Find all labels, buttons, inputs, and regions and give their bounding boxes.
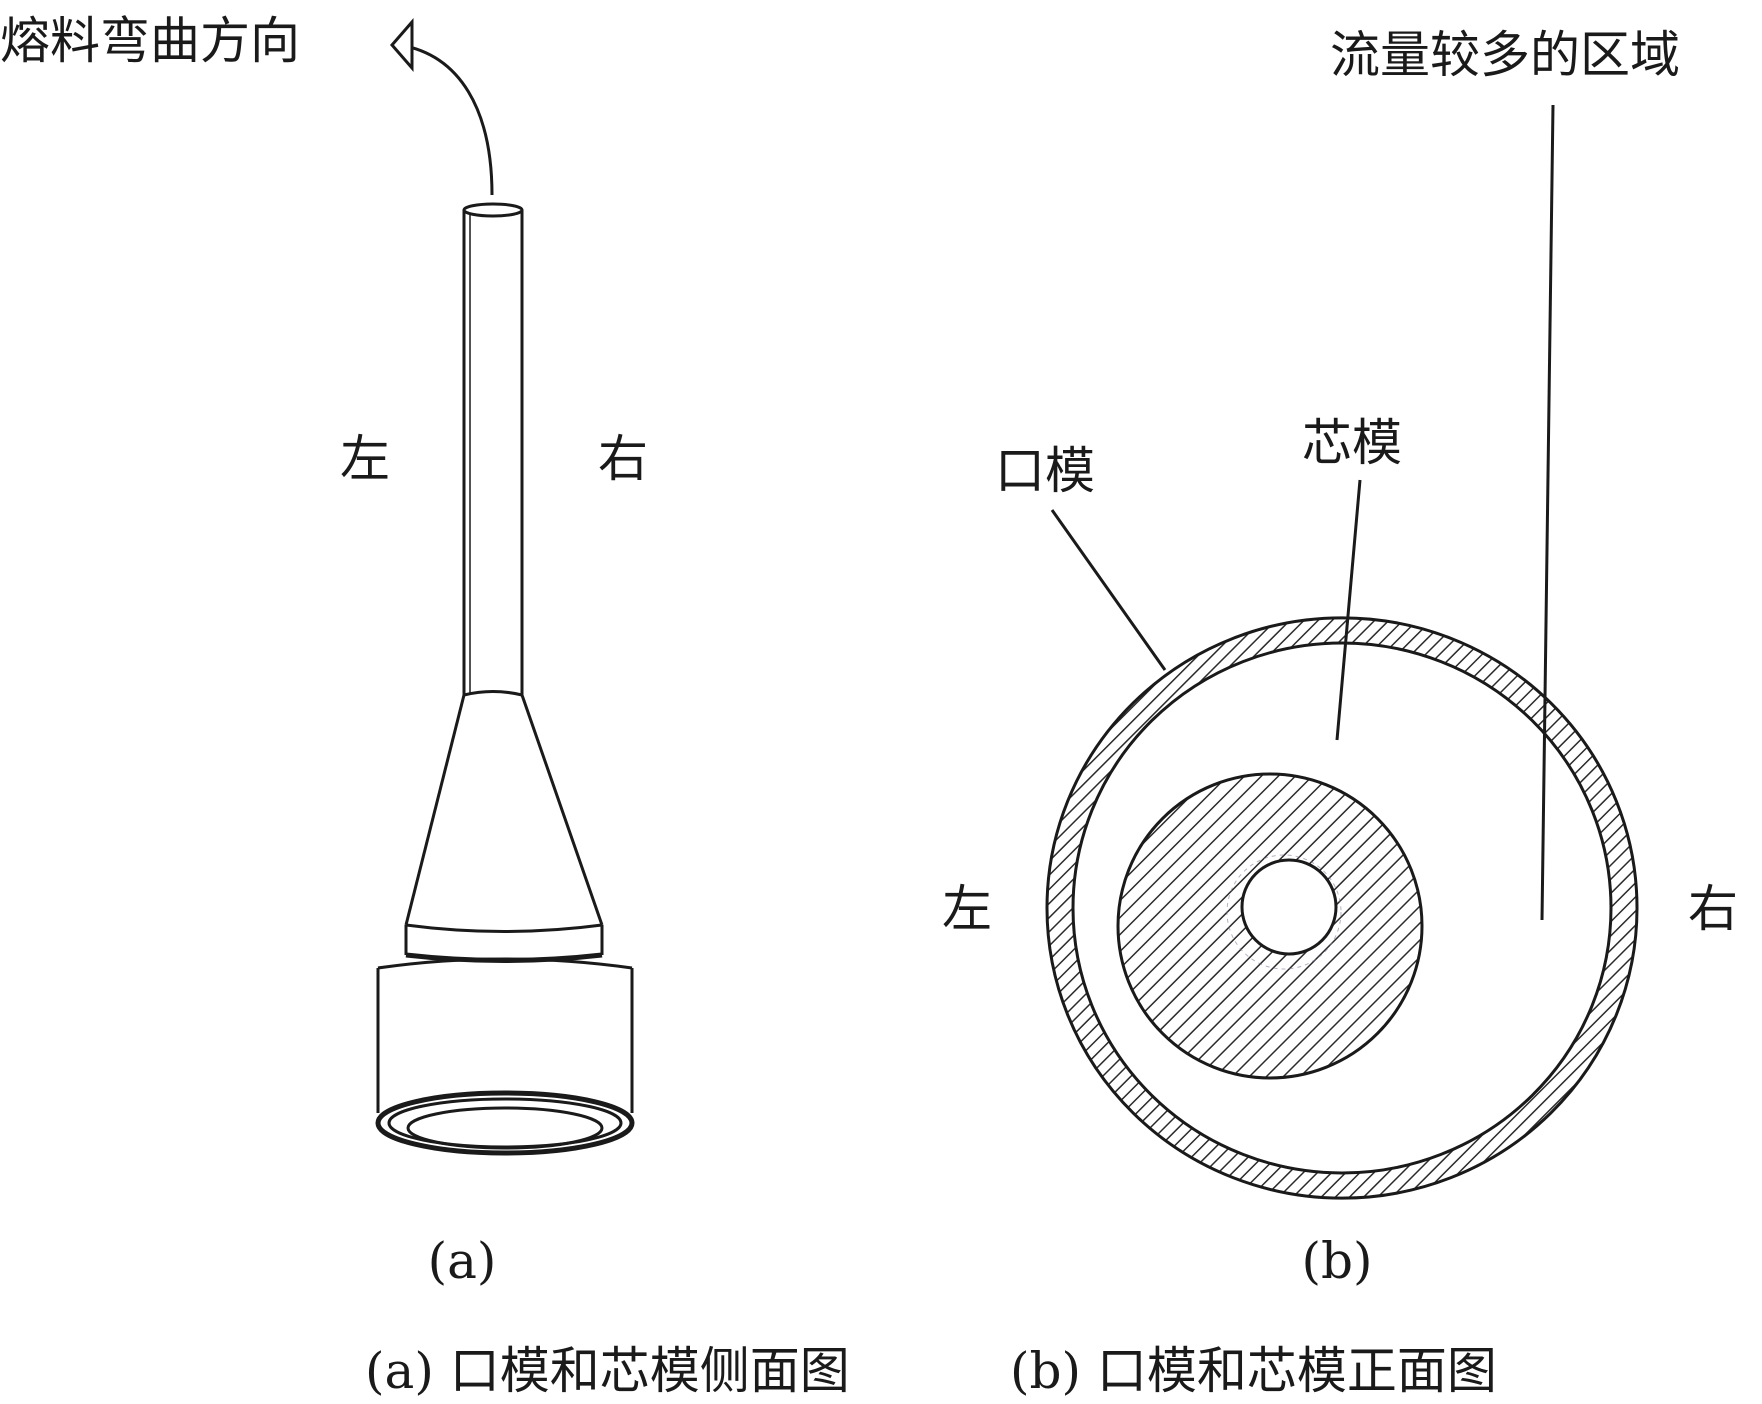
die-ring	[1045, 616, 1639, 1200]
caption-part-a: (a) 口模和芯模侧面图	[365, 1342, 850, 1400]
caption-part-b: (b) 口模和芯模正面图	[1010, 1342, 1497, 1400]
cone-section	[404, 690, 604, 933]
mandrel-label: 芯模	[1302, 414, 1402, 472]
mandrel-leader-line	[1335, 479, 1362, 741]
mandrel-bore	[1240, 858, 1338, 956]
panel-a-sublabel: (a)	[428, 1232, 497, 1290]
front-left-label: 左	[942, 880, 992, 938]
side-right-label: 右	[598, 430, 648, 488]
front-right-label: 右	[1688, 880, 1738, 938]
nozzle-tube	[462, 202, 524, 695]
bending-arrow-curve	[399, 43, 494, 196]
front-view-panel	[1045, 104, 1639, 1200]
flow-region-label: 流量较多的区域	[1330, 26, 1680, 84]
die-label: 口模	[995, 442, 1095, 500]
die-leader-line	[1050, 509, 1167, 671]
bore-shadow	[1226, 854, 1342, 970]
side-view-panel	[375, 17, 635, 1156]
side-left-label: 左	[340, 430, 390, 488]
flow-region-leader-line	[1540, 104, 1555, 921]
panel-b-sublabel: (b)	[1301, 1232, 1372, 1290]
die-base	[375, 957, 635, 1156]
bending-arrow-head	[390, 17, 414, 73]
flow-direction-label: 熔料弯曲方向	[0, 12, 300, 70]
